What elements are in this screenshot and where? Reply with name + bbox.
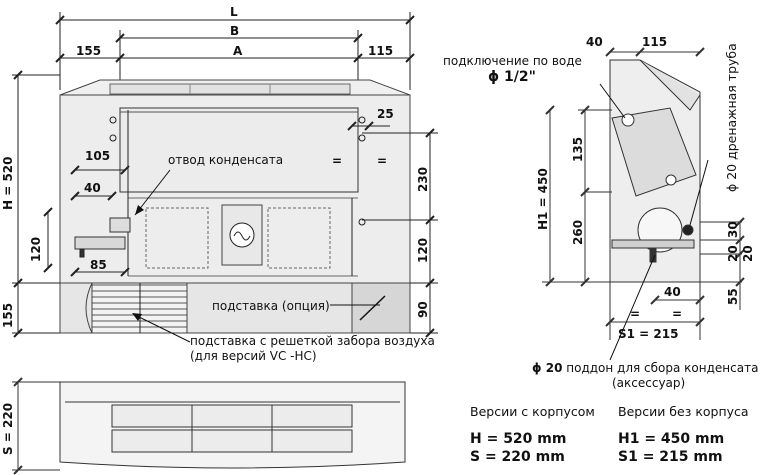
eq-side-2: = [672,307,683,321]
dim-side-20b: 20 [741,245,755,262]
dim-L: L [230,5,238,19]
legend-without-case: Версии без корпуса [618,404,749,419]
plan-view [12,377,406,475]
top-dimensions [55,12,415,112]
dim-25: 25 [377,107,394,121]
legend-h-value: H = 520 mm [470,431,567,447]
dim-155-left: 155 [1,302,15,328]
note-water-size: ϕ 1/2" [488,69,536,85]
dim-side-135: 135 [571,136,585,162]
legend-s-value: S = 220 mm [470,449,565,465]
dim-155-top: 155 [76,44,102,58]
dim-side-55: 55 [726,288,740,305]
note-stand-option: подставка (опция) [212,299,330,313]
note-tray-text: поддон для сбора конденсата [562,361,759,375]
note-condensate-outlet: отвод конденсата [168,153,284,167]
right-dimensions [347,121,438,338]
dim-B: B [230,24,240,38]
dim-85: 85 [90,258,107,272]
legend-s1-value: S1 = 215 mm [618,449,723,465]
dim-side-115: 115 [642,35,668,49]
eq-side-1: = [630,307,641,321]
dim-120-right: 120 [416,237,430,263]
note-stand-grille-2: (для версий VC -HC) [190,349,317,363]
dim-side-40-top: 40 [586,35,603,49]
dim-115-top: 115 [368,44,394,58]
note-stand-grille-1: подставка с решеткой забора воздуха [190,334,435,348]
note-water-connection: подключение по воде [443,54,582,68]
dim-105: 105 [85,149,111,163]
dim-120-left: 120 [29,236,43,262]
note-tray-accessory: (аксессуар) [612,376,686,390]
dim-H: H = 520 [1,156,15,210]
dim-side-20a: 20 [726,245,740,262]
dim-40-left: 40 [84,181,101,195]
eq-front-2: = [377,154,388,168]
front-view [12,12,438,343]
note-tray: ϕ 20 поддон для сбора конденсата [532,362,758,374]
dim-side-H1: H1 = 450 [536,168,550,230]
legend-with-case: Версии с корпусом [470,404,595,419]
note-drain-pipe: ϕ 20 дренажная труба [724,43,739,192]
left-dimensions [12,70,130,338]
dim-S: S = 220 [1,402,15,455]
dim-230: 230 [416,166,430,192]
dim-side-260: 260 [571,219,585,245]
note-tray-diameter: ϕ 20 [532,361,563,375]
dim-90: 90 [416,301,430,318]
dim-side-30: 30 [726,221,740,238]
dim-side-S1: S1 = 215 [618,327,679,341]
eq-front-1: = [332,154,343,168]
side-view [542,47,745,361]
legend-h1-value: H1 = 450 mm [618,431,725,447]
dim-A: A [233,44,243,58]
dim-side-40-bottom: 40 [664,285,681,299]
